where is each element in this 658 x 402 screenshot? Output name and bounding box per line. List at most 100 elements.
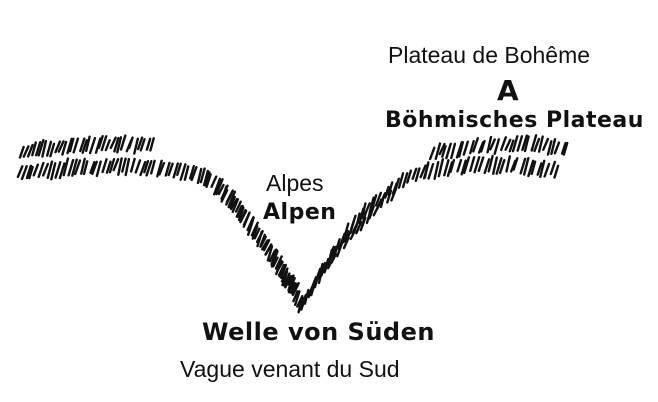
hatch-stroke xyxy=(438,142,446,156)
alps-label-german: Alpen xyxy=(263,200,337,225)
hatch-stroke xyxy=(303,288,310,305)
hatch-stroke xyxy=(46,140,53,157)
hatch-stroke xyxy=(422,163,430,180)
hatch-stroke xyxy=(560,141,567,155)
hatch-stroke xyxy=(28,165,34,180)
hatch-stroke xyxy=(523,156,530,176)
hatch-stroke xyxy=(523,135,530,153)
hatch-stroke xyxy=(519,157,527,175)
hatch-stroke xyxy=(434,142,442,161)
hatch-stroke xyxy=(58,162,66,180)
hatch-stroke xyxy=(81,139,88,154)
hatch-stroke xyxy=(61,140,68,156)
hatch-stroke xyxy=(549,160,557,176)
hatch-stroke xyxy=(414,167,421,183)
hatch-stroke xyxy=(287,276,296,294)
hatch-stroke xyxy=(145,137,152,151)
wave-label-german: Welle von Süden xyxy=(202,318,435,346)
hatch-stroke xyxy=(446,161,454,178)
hatch-stroke xyxy=(483,158,491,175)
hatch-stroke xyxy=(204,171,211,187)
hatch-stroke xyxy=(136,136,144,151)
hatch-stroke xyxy=(236,204,244,218)
hatch-stroke xyxy=(343,222,350,238)
hatch-stroke xyxy=(37,161,45,179)
wave-label-french: Vague venant du Sud xyxy=(180,356,400,382)
hatch-stroke xyxy=(511,135,519,153)
hatch-stroke xyxy=(379,194,386,209)
hatch-stroke xyxy=(328,245,335,262)
hatch-stroke xyxy=(543,162,551,178)
hatch-stroke xyxy=(562,141,569,156)
hatch-stroke xyxy=(124,157,131,177)
hatch-stroke xyxy=(289,282,297,294)
hatch-stroke xyxy=(229,197,239,211)
hatch-stroke xyxy=(297,295,304,313)
hatch-stroke xyxy=(188,164,196,180)
right-plateau-hatching xyxy=(422,134,569,181)
hatch-stroke xyxy=(401,172,409,189)
hatch-stroke xyxy=(456,158,463,173)
hatch-stroke xyxy=(242,211,251,227)
hatch-stroke xyxy=(139,138,146,152)
hatch-stroke xyxy=(46,160,54,180)
hatch-stroke xyxy=(113,136,120,153)
hatch-stroke xyxy=(251,224,258,237)
hatch-stroke xyxy=(143,159,150,174)
hatch-stroke xyxy=(533,137,541,153)
hatch-stroke xyxy=(68,137,75,153)
hatch-stroke xyxy=(498,158,506,175)
hatch-stroke xyxy=(291,282,300,297)
hatch-stroke xyxy=(441,145,447,158)
hatch-stroke xyxy=(469,156,476,173)
hatch-stroke xyxy=(300,293,307,311)
hatch-stroke xyxy=(97,134,104,150)
hatch-stroke xyxy=(270,249,279,265)
plateau-label-french: Plateau de Bohême xyxy=(388,42,591,68)
hatch-stroke xyxy=(205,173,212,189)
hatch-stroke xyxy=(489,138,496,151)
hatch-stroke xyxy=(374,191,382,207)
hatch-stroke xyxy=(179,163,187,181)
hatch-stroke xyxy=(505,155,511,173)
hatch-stroke xyxy=(199,167,206,184)
hatch-stroke xyxy=(495,157,503,175)
hatch-stroke xyxy=(84,135,91,153)
hatch-stroke xyxy=(384,185,390,199)
hatch-stroke xyxy=(530,160,537,176)
hatch-stroke xyxy=(25,164,32,180)
hatch-stroke xyxy=(212,177,222,196)
hatch-stroke xyxy=(228,195,237,209)
hatch-stroke xyxy=(66,137,73,155)
hatch-stroke xyxy=(433,160,440,181)
hatch-stroke xyxy=(71,158,78,177)
hatch-stroke xyxy=(121,157,127,173)
right-slope-hatching xyxy=(297,161,430,313)
hatch-stroke xyxy=(504,138,512,152)
hatch-stroke xyxy=(349,214,357,231)
hatch-stroke xyxy=(463,156,471,175)
hatch-stroke xyxy=(553,164,560,179)
hatch-stroke xyxy=(397,172,405,189)
hatch-stroke xyxy=(42,162,49,177)
hatch-stroke xyxy=(26,143,34,158)
hatch-stroke xyxy=(275,260,284,273)
hatch-stroke xyxy=(449,158,456,174)
hatch-stroke xyxy=(72,137,80,154)
hatch-stroke xyxy=(437,158,444,178)
hatch-stroke xyxy=(262,238,271,252)
hatch-stroke xyxy=(104,138,111,152)
hatch-stroke xyxy=(486,135,493,154)
hatch-stroke xyxy=(105,160,112,174)
hatch-stroke xyxy=(73,159,82,176)
hatch-stroke xyxy=(134,159,142,174)
hatch-stroke xyxy=(445,142,452,160)
hatch-stroke xyxy=(268,249,276,263)
hatch-stroke xyxy=(274,255,283,270)
hatch-stroke xyxy=(112,157,120,172)
hatch-stroke xyxy=(246,220,254,237)
hatch-stroke xyxy=(57,140,65,153)
hatch-stroke xyxy=(368,205,375,220)
hatch-stroke xyxy=(210,175,218,189)
